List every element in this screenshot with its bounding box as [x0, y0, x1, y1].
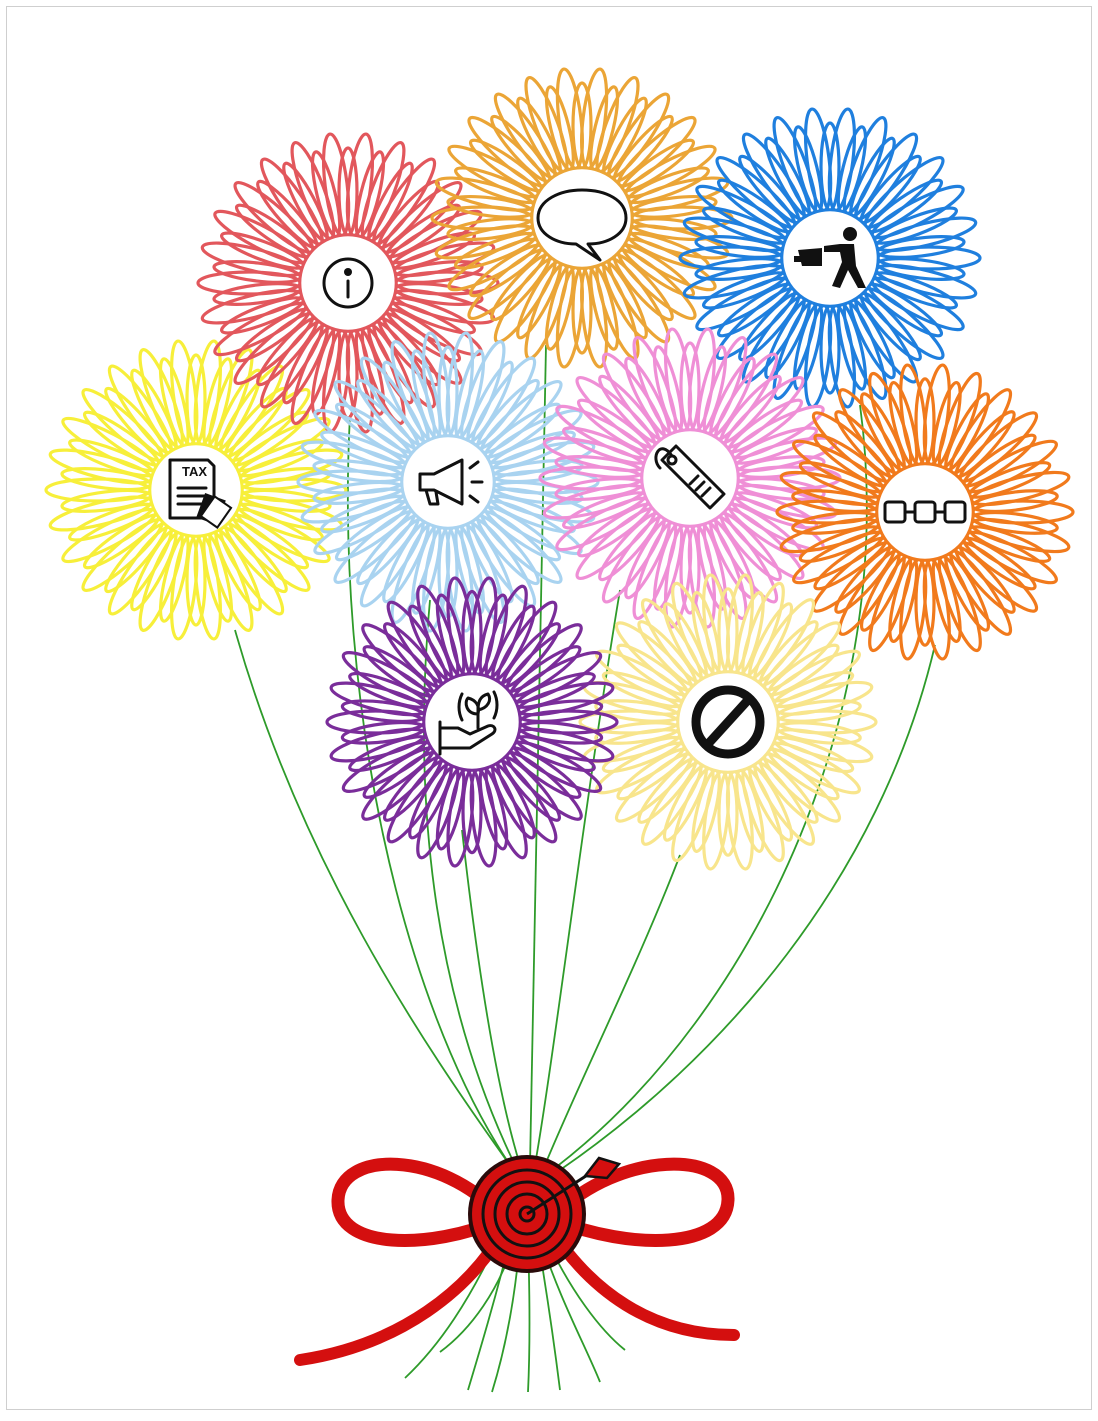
stem-growth	[462, 830, 520, 1165]
target-arrow-icon	[468, 1155, 619, 1273]
flower-center	[424, 674, 520, 770]
flower-center	[877, 464, 973, 560]
flower-center	[532, 168, 632, 268]
flower-center	[642, 430, 738, 526]
tax-label: TAX	[182, 464, 207, 479]
bow-tail-left	[300, 1228, 505, 1360]
flower-center	[150, 444, 242, 536]
ribbon-bow	[300, 1155, 734, 1360]
flower-growth	[327, 577, 617, 868]
